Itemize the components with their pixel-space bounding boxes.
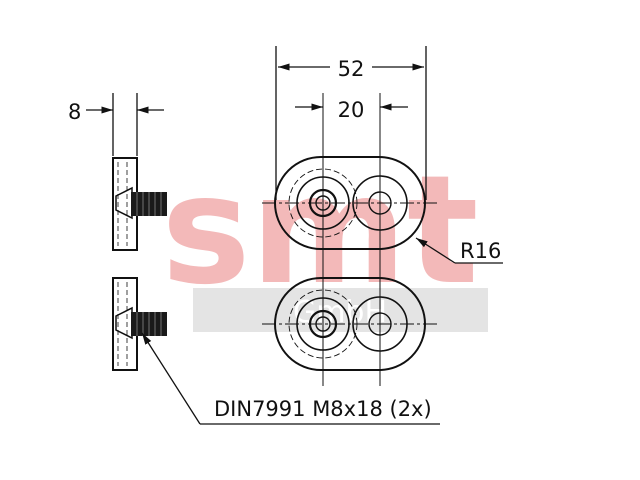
dimension-hole-spacing-label: 20	[338, 98, 365, 122]
screw-callout-label: DIN7991 M8x18 (2x)	[214, 397, 432, 421]
watermark-band	[193, 288, 488, 332]
screw-top	[115, 186, 167, 220]
radius-leader	[415, 237, 503, 264]
screw-bottom	[115, 306, 167, 340]
side-view	[112, 157, 138, 371]
watermark-sub-text: GmbH	[293, 295, 387, 330]
center-lines	[322, 93, 381, 386]
watermark-logo: smt GmbH	[161, 144, 488, 332]
dimension-overall-width-label: 52	[338, 57, 365, 81]
dimension-overall-width	[275, 46, 427, 200]
radius-label: R16	[460, 239, 501, 263]
screw-callout-leader	[141, 332, 440, 425]
dimension-thickness	[86, 93, 164, 156]
dimension-thickness-label: 8	[68, 100, 81, 124]
watermark-logo-text: smt	[161, 144, 478, 318]
front-pad-top	[262, 156, 438, 250]
